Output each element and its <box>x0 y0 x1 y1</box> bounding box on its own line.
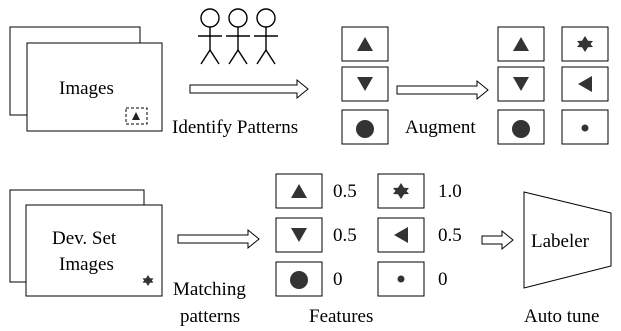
triangle-down-icon <box>291 228 307 242</box>
matching-label: Matching <box>173 279 246 300</box>
patterns-label: patterns <box>180 306 240 327</box>
autotune-label: Auto tune <box>524 306 599 327</box>
dot-icon <box>581 124 589 132</box>
star-icon <box>142 275 154 286</box>
feature-value: 1.0 <box>438 181 462 202</box>
triangle-left-icon <box>394 227 408 243</box>
triangle-up-icon <box>513 37 529 51</box>
circle-icon <box>290 271 308 289</box>
dot-icon <box>397 275 405 283</box>
star-icon <box>577 36 593 52</box>
augment-label: Augment <box>405 117 476 138</box>
triangle-up-icon <box>132 112 140 120</box>
feature-value: 0.5 <box>438 225 462 246</box>
feature-value: 0.5 <box>333 225 357 246</box>
stick-figure-icon <box>198 8 222 65</box>
labeler-label: Labeler <box>531 231 590 252</box>
triangle-up-icon <box>357 37 373 51</box>
augmented-patterns <box>497 26 609 145</box>
identify-patterns-label: Identify Patterns <box>172 117 298 138</box>
arrow-right-icon <box>177 228 260 250</box>
image-card-front <box>26 42 163 132</box>
triangle-down-icon <box>357 77 373 91</box>
stick-figure-icon <box>226 8 250 65</box>
arrow-right-icon <box>189 78 309 100</box>
devset-images-label: Images <box>59 254 114 275</box>
devset-label: Dev. Set <box>52 228 117 249</box>
labeler-shape <box>523 191 612 289</box>
people-group <box>198 8 278 65</box>
circle-icon <box>356 120 374 138</box>
feature-value: 0 <box>333 269 343 290</box>
devset-card-front <box>25 204 163 297</box>
dashed-pattern-box <box>125 107 148 125</box>
images-label: Images <box>59 78 114 99</box>
triangle-up-icon <box>291 184 307 198</box>
identified-patterns <box>341 26 389 145</box>
pattern-box <box>497 66 545 102</box>
devset-stack: Dev. Set Images <box>9 189 163 297</box>
arrow-right-icon <box>481 229 514 251</box>
stick-figure-icon <box>254 8 278 65</box>
star-icon <box>393 183 409 199</box>
triangle-left-icon <box>578 76 592 92</box>
features-label: Features <box>309 306 373 327</box>
images-stack: Images <box>9 26 163 132</box>
arrow-right-icon <box>396 79 489 101</box>
triangle-down-icon <box>513 77 529 91</box>
circle-icon <box>512 120 530 138</box>
feature-grid: 0.5 0.5 0 1.0 0.5 0 <box>275 173 462 297</box>
feature-value: 0.5 <box>333 181 357 202</box>
feature-value: 0 <box>438 269 448 290</box>
